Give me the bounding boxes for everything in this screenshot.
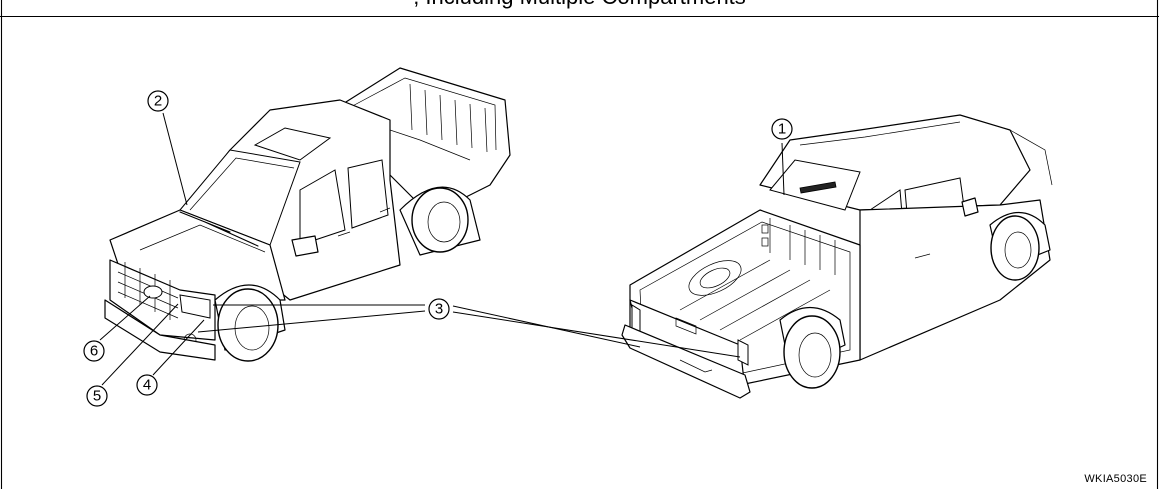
leader-lines — [99, 112, 785, 386]
callout-4: 4 — [136, 374, 158, 396]
svg-text:2: 2 — [154, 93, 162, 110]
leader-5 — [101, 303, 179, 386]
leader-1 — [781, 142, 785, 196]
callout-1: 1 — [771, 118, 793, 140]
leader-3b — [197, 310, 426, 333]
front-emblem — [143, 285, 163, 299]
leader-3d — [452, 311, 741, 358]
leader-4 — [152, 319, 205, 376]
svg-text:4: 4 — [143, 377, 151, 394]
front-view-truck — [104, 67, 511, 362]
leader-6 — [99, 295, 151, 341]
callout-2: 2 — [147, 90, 169, 112]
header-text: , Including Multiple Compartments — [0, 0, 1159, 8]
figure-id: WKIA5030E — [1084, 473, 1147, 485]
leader-2 — [162, 112, 188, 206]
headlamp — [179, 294, 211, 319]
svg-text:5: 5 — [93, 388, 101, 405]
rear-view-truck — [621, 114, 1053, 399]
svg-text:1: 1 — [778, 121, 786, 138]
callout-6: 6 — [83, 340, 105, 362]
callout-3: 3 — [428, 298, 450, 320]
right-tail-lamp — [737, 339, 749, 366]
callout-5: 5 — [86, 385, 108, 407]
svg-text:6: 6 — [90, 343, 98, 360]
svg-text:3: 3 — [435, 301, 443, 318]
